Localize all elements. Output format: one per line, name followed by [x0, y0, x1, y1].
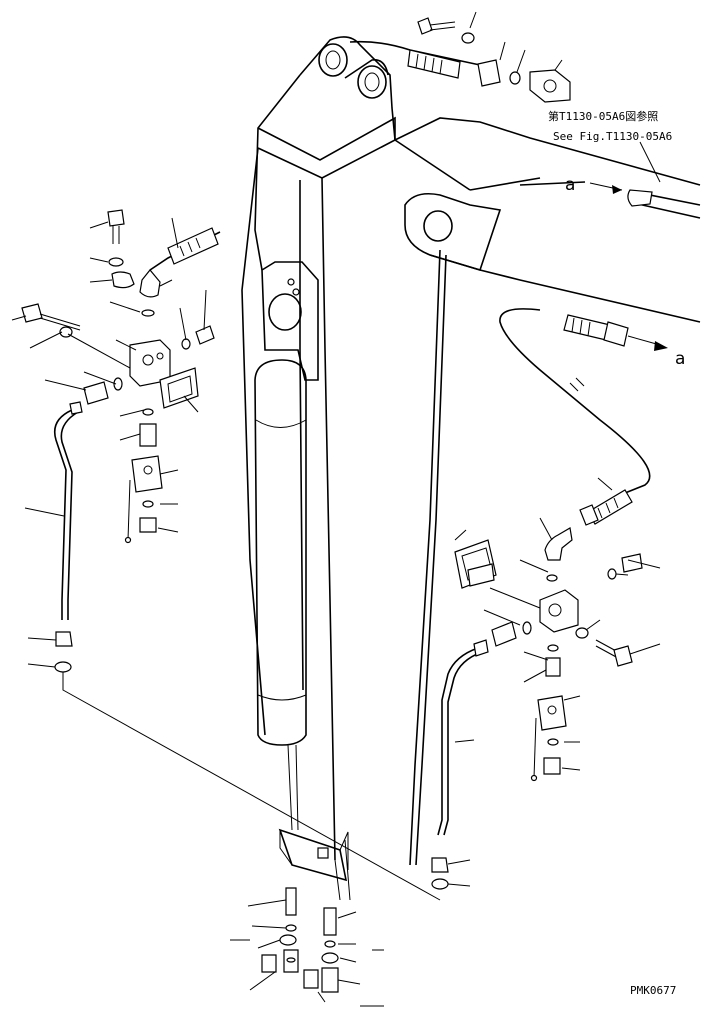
- marker-a-top-label: a: [565, 175, 575, 195]
- marker-a-middle-label: a: [675, 349, 685, 369]
- left-leaders: [11, 217, 441, 901]
- top-hose-group: [349, 11, 571, 103]
- figure-reference: 第T1130-05A6図参照 See Fig.T1130-05A6: [548, 109, 701, 219]
- reference-en: See Fig.T1130-05A6: [553, 130, 672, 143]
- reference-leader: [639, 141, 661, 183]
- right-leaders: [447, 477, 661, 887]
- right-fitting-stack: [431, 527, 643, 890]
- bottom-fittings: [230, 887, 384, 1007]
- left-fitting-stack: [21, 209, 221, 673]
- drawing-code: PMK0677: [630, 984, 676, 997]
- reference-jp: 第T1130-05A6図参照: [548, 109, 658, 123]
- boom-structure: [241, 36, 701, 901]
- middle-right-hose: a: [499, 308, 685, 526]
- marker-a-top: a: [565, 175, 623, 195]
